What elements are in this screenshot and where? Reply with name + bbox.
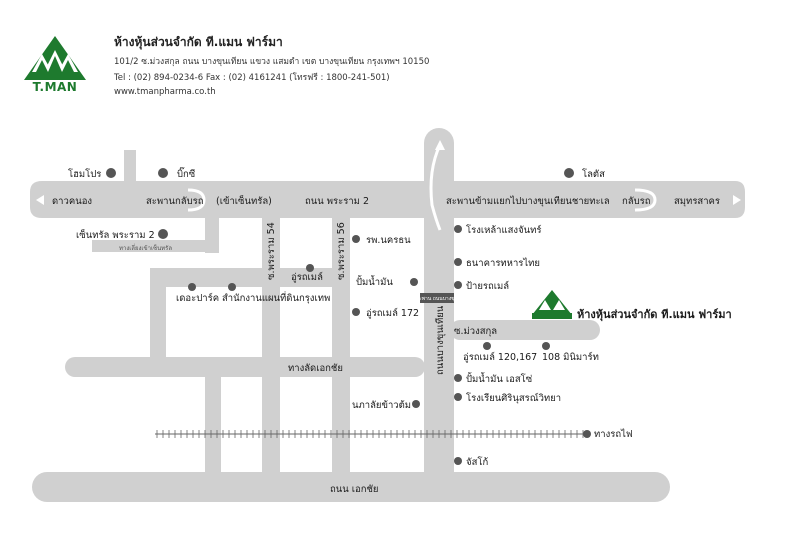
label-homepro: โฮมโปร (68, 168, 101, 180)
label-bus-stop: ป้ายรถเมล์ (466, 280, 509, 292)
label-tawat-ekachai: ทางลัดเอกชัย (288, 363, 343, 374)
marker-homepro (106, 168, 116, 178)
marker-hospital (352, 235, 360, 243)
road-connector-left (150, 268, 166, 376)
bridge-sign-text: สะพาน ถนนบางขุน (416, 296, 459, 302)
marker-central (158, 229, 168, 239)
railway-ties (156, 430, 584, 438)
label-mart108: 108 มินิมาร์ท (542, 351, 599, 363)
flyover-arrow-icon (435, 140, 445, 150)
label-bridge-cross: สะพานข้ามแยกไปบางขุนเทียนชายทะเล (446, 195, 610, 207)
arrow-right-icon (733, 195, 741, 205)
marker-bus-stop (454, 281, 462, 289)
label-market: นภาลัยข้าวต้ม (352, 400, 411, 411)
label-soi-54: ซ.พระราม 54 (266, 222, 277, 280)
company-website[interactable]: www.tmanpharma.co.th (114, 87, 216, 97)
marker-land-office (228, 283, 236, 291)
marker-bigc (158, 168, 168, 178)
label-dao-khanong: ดาวคนอง (52, 196, 92, 207)
label-rama2: ถนน พระราม 2 (305, 196, 369, 207)
label-bridge-uturn: สะพานกลับรถ (146, 196, 204, 207)
label-uturn: กลับรถ (622, 196, 651, 207)
label-bank: ธนาคารทหารไทย (466, 257, 540, 269)
header: T.MAN ห้างหุ้นส่วนจำกัด ที.แมน ฟาร์มา 10… (0, 0, 795, 110)
label-jusco: จัสโก้ (466, 456, 488, 468)
uturn-left-icon (187, 188, 206, 212)
label-garage-120: อู่รถเมล์ 120,167 (463, 351, 537, 363)
label-ekachai: ถนน เอกชัย (330, 484, 378, 495)
label-central: เซ็นทรัล พระราม 2 (76, 228, 155, 241)
company-name: ห้างหุ้นส่วนจำกัด ที.แมน ฟาร์มา (114, 35, 283, 49)
label-garage-mid: อู่รถเมล์ (291, 271, 323, 283)
marker-gas1 (410, 278, 418, 286)
label-gas1: ปั้มน้ำมัน (356, 275, 393, 288)
label-brewery: โรงเหล้าแสงจันทร์ (466, 224, 542, 236)
road-frontage (150, 268, 350, 287)
label-soi-muangsakun: ซ.ม่วงสกุล (454, 326, 497, 337)
marker-mart108 (542, 342, 550, 350)
uturn-right-icon (634, 188, 657, 212)
flyover-icon (429, 144, 442, 231)
marker-garage-120 (483, 342, 491, 350)
road-rama2 (30, 181, 745, 218)
marker-the-park (188, 283, 196, 291)
label-company: ห้างหุ้นส่วนจำกัด ที.แมน ฟาร์มา (577, 308, 732, 322)
company-contact: Tel : (02) 894-0234-6 Fax : (02) 4161241… (114, 73, 390, 83)
company-logo: T.MAN (22, 34, 88, 96)
road-homepro-access (124, 150, 136, 182)
road-ekachai (32, 472, 670, 502)
road-soi-rama2-54 (262, 218, 280, 498)
label-soi-56: ซ.พระราม 56 (336, 222, 347, 280)
label-hospital: รพ.นครธน (366, 235, 411, 246)
marker-jusco (454, 457, 462, 465)
label-samut-sakhon: สมุทรสาคร (674, 196, 720, 207)
company-address: 101/2 ซ.ม่วงสกุล ถนน บางขุนเทียน แขวง แส… (114, 57, 430, 67)
label-central-way: ทางเลี่ยงเข้าเซ็นทรัล (119, 243, 172, 252)
logo-text: T.MAN (32, 80, 78, 94)
label-school: โรงเรียนศิรินุสรณ์วิทยา (466, 392, 561, 404)
label-garage-172: อู่รถเมล์ 172 (366, 307, 419, 319)
label-railway: ทางรถไฟ (594, 428, 633, 440)
marker-bank (454, 258, 462, 266)
label-central-entry: (เข้าเซ็นทรัล) (216, 194, 272, 207)
road-soi-rama2-56 (332, 218, 350, 498)
marker-garage-mid (306, 264, 314, 272)
marker-school (454, 393, 462, 401)
label-land-office: สำนักงานแผนที่ดินกรุงเทพ (222, 291, 330, 304)
road-central-entry (205, 218, 219, 253)
label-lotus: โลตัส (582, 168, 605, 180)
label-the-park: เดอะปาร์ค (176, 292, 219, 304)
road-central-way (92, 240, 212, 252)
marker-brewery (454, 225, 462, 233)
road-bangkhunthian (424, 128, 454, 502)
marker-gas-esso (454, 374, 462, 382)
company-location-marker[interactable] (532, 290, 572, 319)
mountain-logo-icon (24, 36, 86, 80)
bridge-sign (420, 293, 454, 303)
marker-lotus (564, 168, 574, 178)
marker-railway (583, 430, 591, 438)
arrow-left-icon (36, 195, 44, 205)
road-soi-muangsakun (450, 320, 600, 340)
marker-garage-172 (352, 308, 360, 316)
road-tawat-ekachai (65, 357, 425, 377)
location-map: สะพาน ถนนบางขุน ถนน พระราม 2 ถนน เอกชัย … (30, 128, 745, 502)
company-mountain-icon (532, 290, 572, 315)
label-bangkhunthian: ถนนบางขุนเทียน (434, 305, 446, 375)
label-bigc: บิ๊กซี (177, 166, 196, 180)
marker-market (412, 400, 420, 408)
label-gas-esso: ปั้มน้ำมัน เอสโซ่ (466, 372, 533, 385)
road-short-1 (205, 377, 221, 477)
